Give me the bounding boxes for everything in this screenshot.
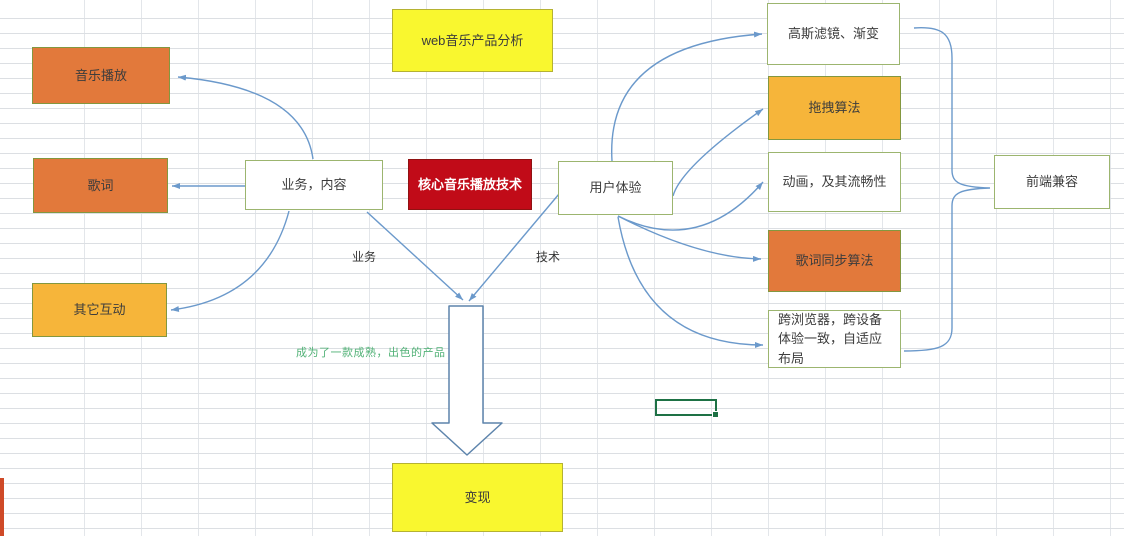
hollow-down-arrow[interactable]	[431, 305, 503, 456]
node-lyrics-label: 歌词	[87, 177, 114, 193]
node-core-tech[interactable]: 核心音乐播放技术	[408, 159, 532, 210]
node-frontend-compat-label: 前端兼容	[1025, 174, 1078, 190]
brace-frontend-compat	[903, 27, 991, 352]
node-other-interaction-label: 其它互动	[73, 302, 126, 318]
node-lyrics-sync[interactable]: 歌词同步算法	[768, 230, 901, 292]
node-title[interactable]: web音乐产品分析	[392, 9, 553, 72]
node-user-experience[interactable]: 用户体验	[558, 161, 673, 215]
edge-business-to-product-arrow	[366, 211, 464, 301]
node-title-label: web音乐产品分析	[421, 32, 524, 48]
edge-ux-to-gaussian	[611, 31, 763, 162]
fill-handle[interactable]	[712, 411, 719, 418]
edge-business-to-other-interaction	[170, 210, 290, 312]
node-monetization[interactable]: 变现	[392, 463, 563, 532]
selected-cell[interactable]	[655, 399, 719, 418]
edge-label-technology: 技术	[536, 250, 561, 264]
node-drag-algo[interactable]: 拖拽算法	[768, 76, 901, 140]
node-cross-browser-label: 跨浏览器，跨设备体验一致，自适应布局	[778, 311, 883, 366]
node-user-experience-label: 用户体验	[589, 180, 642, 196]
node-music-play[interactable]: 音乐播放	[32, 47, 170, 104]
node-lyrics-sync-label: 歌词同步算法	[795, 253, 874, 269]
node-other-interaction[interactable]: 其它互动	[32, 283, 167, 337]
edge-label-business: 业务	[352, 250, 377, 264]
node-monetization-label: 变现	[464, 489, 491, 505]
clipped-shape-left-edge	[0, 478, 4, 536]
node-gaussian-label: 高斯滤镜、渐变	[787, 26, 879, 42]
node-animation-label: 动画，及其流畅性	[782, 174, 887, 190]
edge-ux-to-drag-algo	[672, 108, 764, 197]
edge-ux-to-cross-browser	[617, 216, 764, 348]
annotation-text: 成为了一款成熟，出色的产品	[296, 347, 446, 359]
edge-ux-to-animation	[617, 181, 764, 231]
node-music-play-label: 音乐播放	[74, 67, 127, 83]
node-frontend-compat[interactable]: 前端兼容	[994, 155, 1110, 209]
node-business-content-label: 业务，内容	[281, 177, 347, 193]
edge-ux-to-lyrics-sync	[617, 215, 762, 262]
node-drag-algo-label: 拖拽算法	[808, 100, 861, 116]
edge-business-to-music-play	[177, 74, 314, 160]
node-cross-browser[interactable]: 跨浏览器，跨设备体验一致，自适应布局	[768, 310, 901, 368]
node-gaussian[interactable]: 高斯滤镜、渐变	[767, 3, 900, 65]
node-animation[interactable]: 动画，及其流畅性	[768, 152, 901, 212]
node-core-tech-label: 核心音乐播放技术	[417, 176, 522, 192]
node-lyrics[interactable]: 歌词	[33, 158, 168, 213]
edge-ux-to-product-arrow	[468, 193, 560, 302]
node-business-content[interactable]: 业务，内容	[245, 160, 383, 210]
